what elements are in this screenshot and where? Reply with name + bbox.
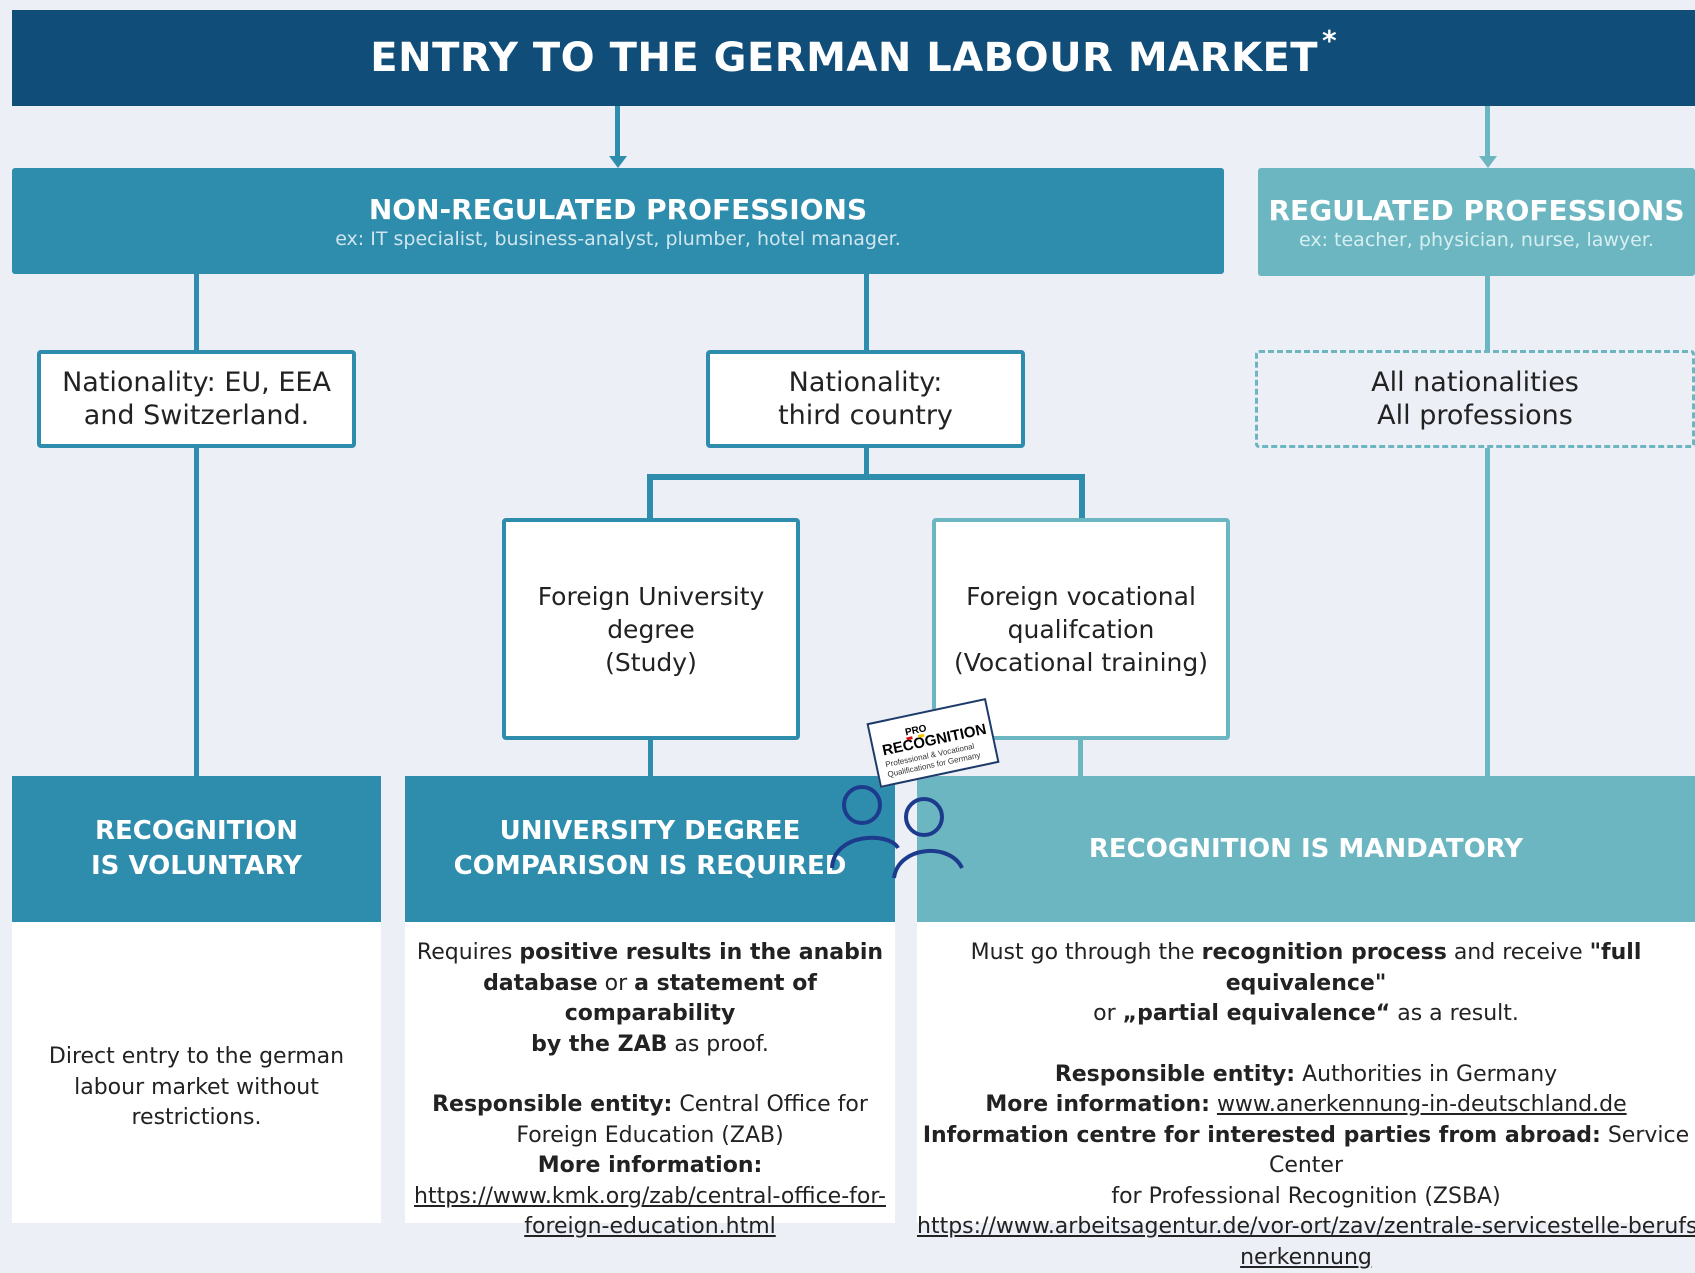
- voluntary-title-1: RECOGNITION: [94, 816, 298, 846]
- voluntary-title-2: IS VOLUNTARY: [91, 851, 302, 881]
- node-eu-line1: Nationality: EU, EEA: [62, 367, 331, 398]
- node-third-line2: third country: [778, 400, 953, 431]
- pro-recognition-logo-art: PRO RECOGNITION Professional & Vocationa…: [881, 721, 988, 779]
- footnote-mark: *: [1322, 23, 1337, 57]
- university-responsible: Responsible entity: Central Office for F…: [432, 1092, 868, 1178]
- node-all-line2: All professions: [1377, 400, 1573, 431]
- regulated-title: REGULATED PROFESSIONS: [1268, 193, 1685, 227]
- node-third-country: Nationality:third country: [706, 350, 1025, 448]
- mandatory-more-info: More information: www.anerkennung-in-deu…: [985, 1092, 1627, 1117]
- mandatory-responsible: Responsible entity: Authorities in Germa…: [1054, 1061, 1558, 1087]
- connector-branch-right: [1079, 474, 1085, 520]
- connector-nonreg-eu: [194, 274, 199, 350]
- arrow-to-reg: [1479, 156, 1497, 168]
- node-all-line1: All nationalities: [1371, 367, 1579, 398]
- university-requirement: Requires positive results in the anabin …: [416, 940, 884, 1057]
- node-voc-line1: Foreign vocational: [966, 581, 1196, 611]
- mandatory-info-centre: Information centre for interested partie…: [922, 1122, 1690, 1209]
- connector-all-outcome: [1485, 448, 1490, 778]
- arrow-to-nonreg: [609, 156, 627, 168]
- mandatory-more-info-link[interactable]: www.anerkennung-in-deutschland.de: [1216, 1092, 1627, 1117]
- outcome-voluntary-header: RECOGNITION IS VOLUNTARY: [12, 776, 381, 922]
- voluntary-body-3: restrictions.: [131, 1105, 262, 1130]
- university-link[interactable]: https://www.kmk.org/zab/central-office-f…: [414, 1183, 886, 1240]
- non-regulated-title: NON-REGULATED PROFESSIONS: [368, 192, 868, 226]
- outcome-mandatory-header: RECOGNITION IS MANDATORY: [917, 776, 1695, 922]
- regulated-examples: ex: teacher, physician, nurse, lawyer.: [1299, 228, 1654, 251]
- connector-branch-horizontal: [647, 474, 1085, 480]
- university-title-2: COMPARISON IS REQUIRED: [453, 851, 847, 881]
- regulated-professions-box: REGULATED PROFESSIONS ex: teacher, physi…: [1258, 168, 1695, 276]
- mandatory-title: RECOGNITION IS MANDATORY: [1088, 833, 1524, 864]
- node-univ-line1: Foreign University: [537, 581, 765, 611]
- connector-voc-outcome: [1078, 740, 1083, 778]
- connector-eu-outcome: [194, 448, 199, 778]
- outcome-university-header: UNIVERSITY DEGREE COMPARISON IS REQUIRED: [405, 776, 895, 922]
- voluntary-body-1: Direct entry to the german: [48, 1044, 345, 1069]
- node-univ-line2: degree: [607, 614, 695, 644]
- node-eu-line2: and Switzerland.: [83, 400, 310, 431]
- university-title-1: UNIVERSITY DEGREE: [499, 816, 801, 846]
- connector-third-down: [864, 448, 869, 478]
- connector-title-nonreg: [615, 106, 620, 156]
- connector-univ-outcome: [648, 740, 653, 778]
- outcome-mandatory-body: Must go through the recognition process …: [917, 922, 1695, 1270]
- page-title: ENTRY TO THE GERMAN LABOUR MARKET: [370, 35, 1319, 81]
- non-regulated-examples: ex: IT specialist, business-analyst, plu…: [335, 227, 901, 250]
- outcome-university-body: Requires positive results in the anabin …: [405, 922, 895, 1239]
- pro-recognition-logo: PRO RECOGNITION Professional & Vocationa…: [866, 698, 1000, 788]
- connector-nonreg-third: [864, 274, 869, 350]
- title-bar: ENTRY TO THE GERMAN LABOUR MARKET*: [12, 10, 1695, 106]
- node-third-line1: Nationality:: [788, 367, 943, 398]
- connector-reg-all: [1485, 276, 1490, 350]
- voluntary-body-2: labour market without: [74, 1074, 319, 1100]
- mandatory-link[interactable]: https://www.arbeitsagentur.de/vor-ort/za…: [917, 1214, 1695, 1270]
- outcome-voluntary-body: Direct entry to the german labour market…: [12, 922, 381, 1223]
- people-icon: [830, 785, 964, 879]
- university-more-info-label: More information:: [537, 1153, 763, 1178]
- node-voc-line3: (Vocational training): [954, 647, 1208, 677]
- mandatory-requirement: Must go through the recognition process …: [970, 940, 1642, 1026]
- connector-branch-left: [647, 474, 653, 520]
- node-voc-line2: qualifcation: [1007, 614, 1155, 644]
- connector-title-reg: [1485, 106, 1490, 156]
- non-regulated-professions-box: NON-REGULATED PROFESSIONS ex: IT special…: [12, 168, 1224, 274]
- node-univ-line3: (Study): [605, 647, 697, 677]
